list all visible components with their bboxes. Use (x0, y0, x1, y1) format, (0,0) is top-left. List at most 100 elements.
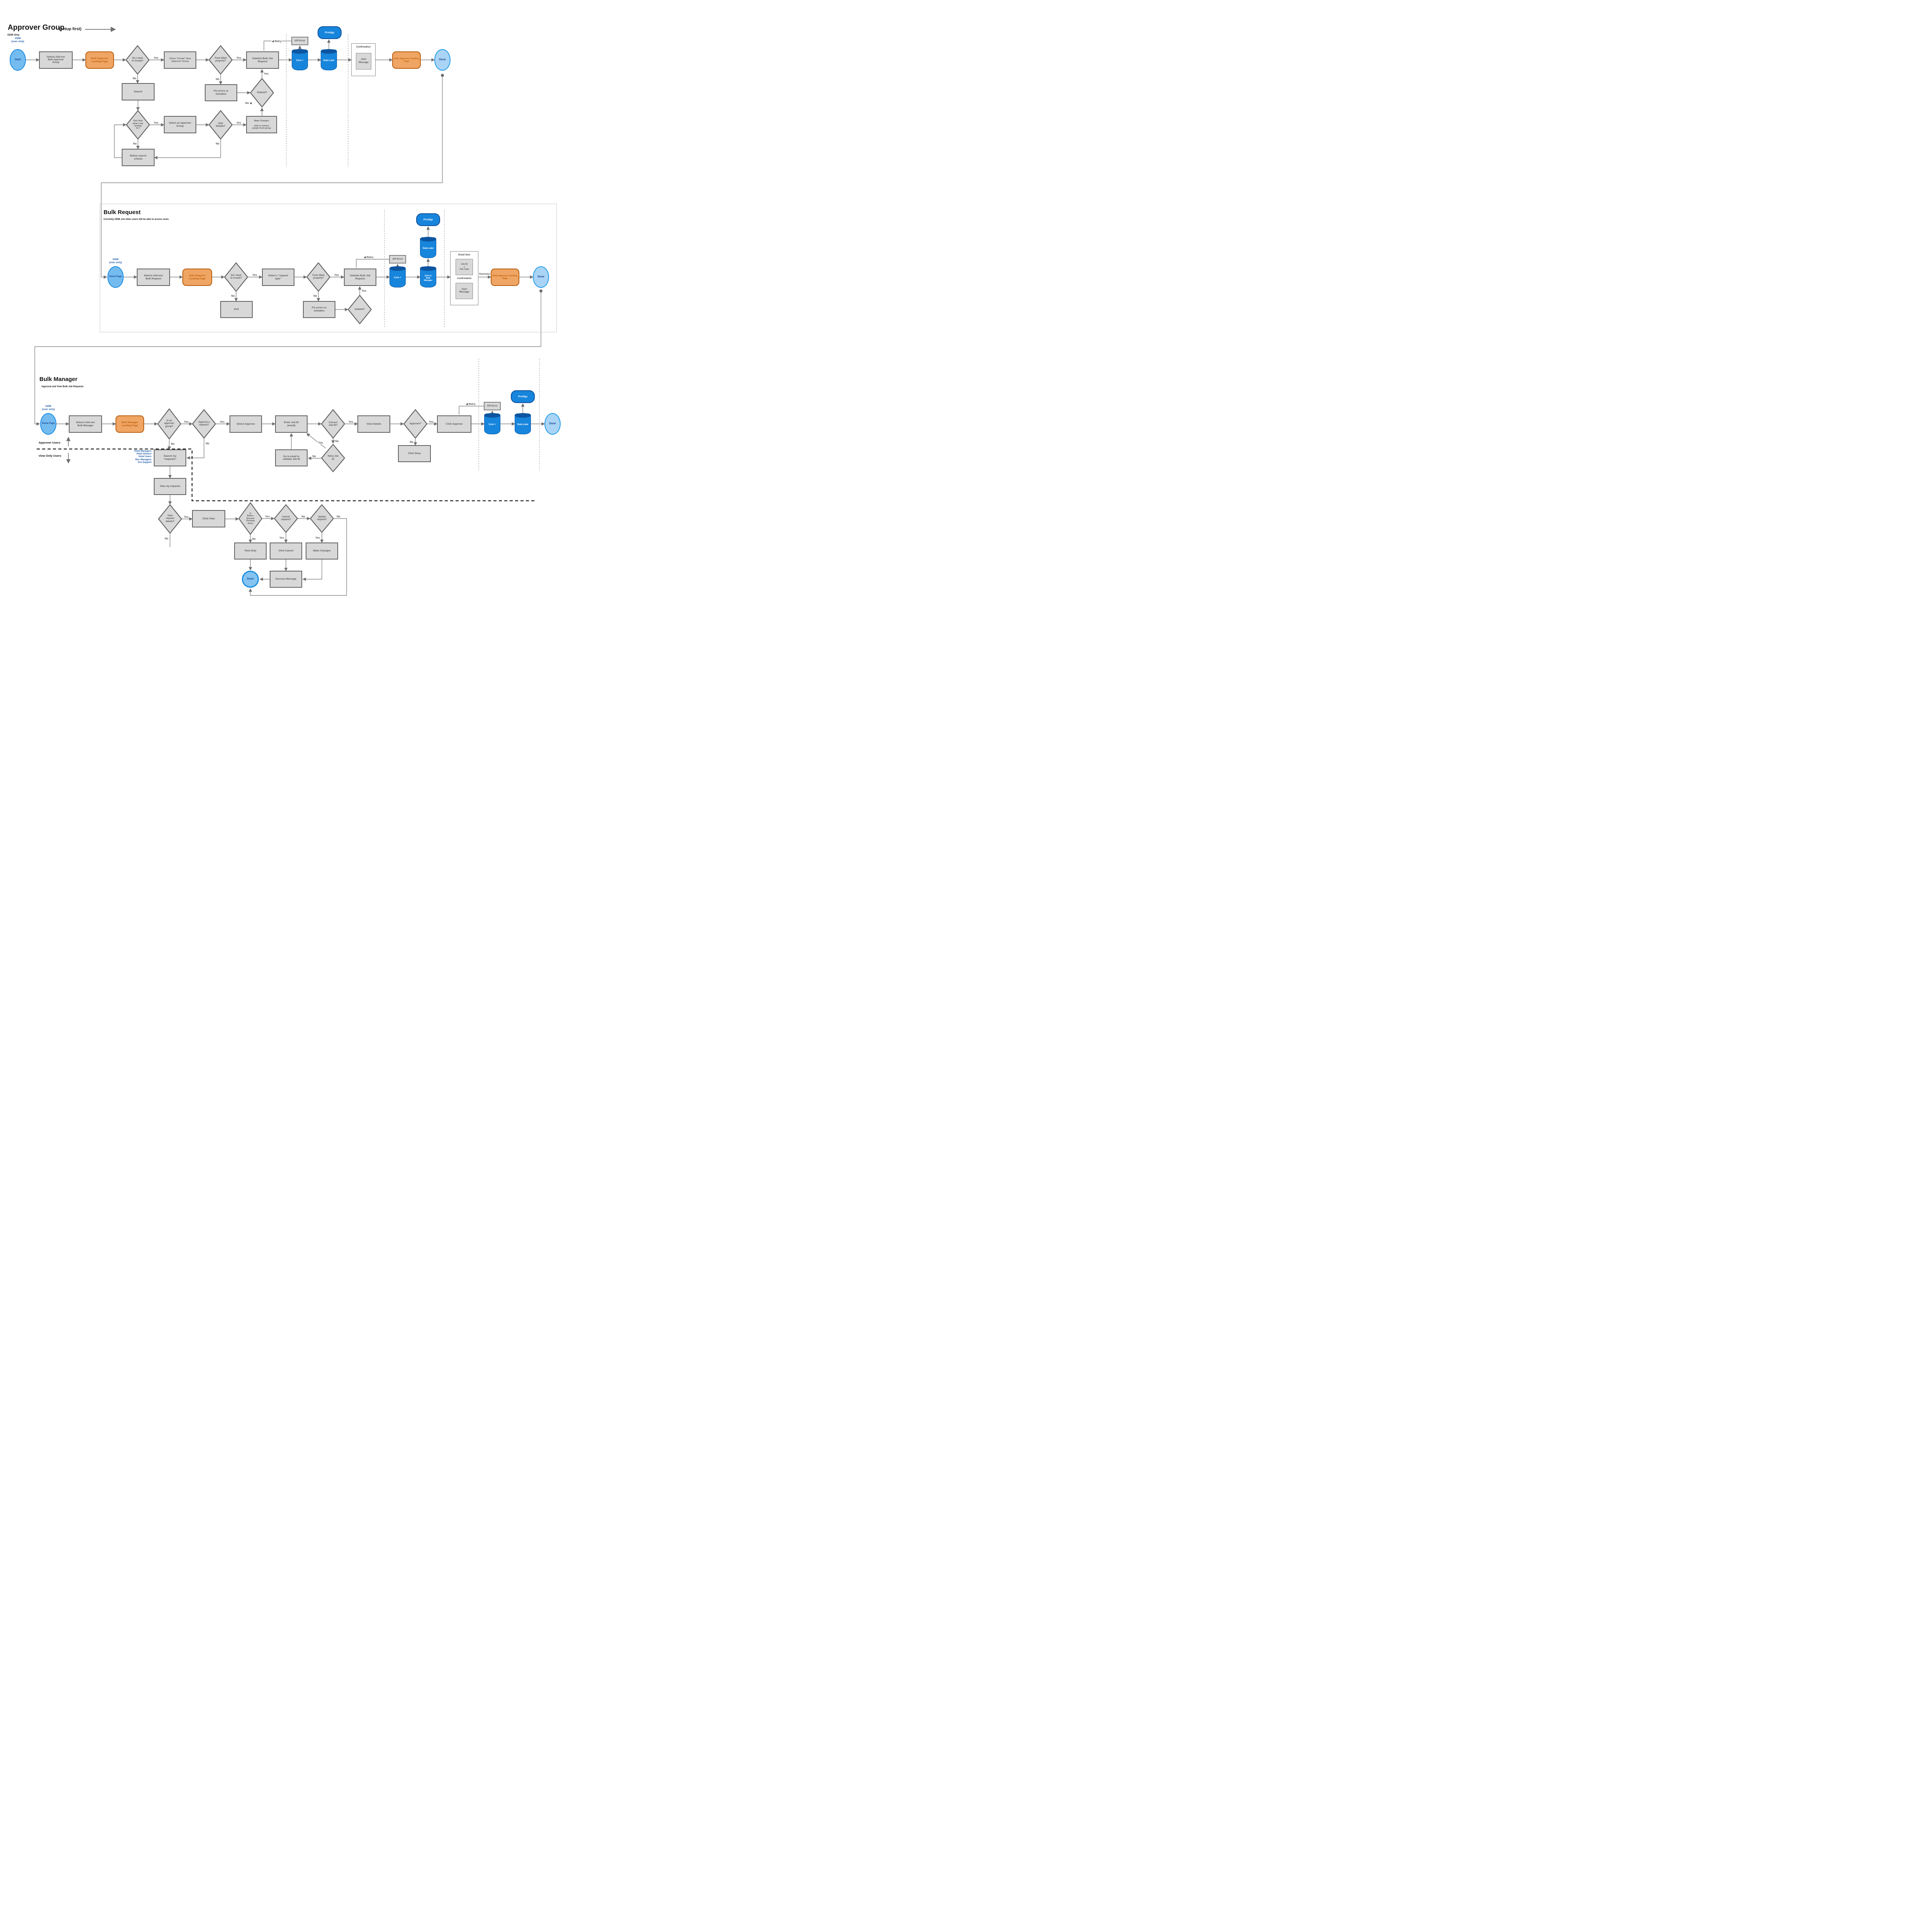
didifind-yes-label: Yes (154, 122, 158, 124)
alert-message-1: Alert Message (356, 53, 371, 70)
approve-a-request-label: Approve a request? (198, 421, 210, 426)
search-my-requests-label: Search my “requests” (163, 455, 177, 461)
view-only: View Only (234, 543, 267, 560)
make-changes-2: Make Changes (306, 543, 338, 560)
clicks-create-new-approver-group-label: Clicks “Create” New Approver Group (169, 57, 191, 63)
search-label: Search (134, 90, 143, 93)
start: Start (10, 49, 26, 71)
go-to-email: Go to email to validate Job ID (275, 449, 308, 466)
submit-no-glyph-1: No ◀ (240, 102, 257, 105)
bulk-manager-landing-page-label: Bulk Manager Landing Page (121, 421, 138, 427)
submit-no-glyph-1-label: No ◀ (245, 102, 252, 105)
make-changes-2-label: Make Changes (313, 549, 331, 553)
view-only-users-label-label: View Only Users (39, 454, 61, 457)
data-lake-1: Data Lake (321, 49, 337, 70)
bulk-approver-landing-page-1: Bulk Approver Landing Page (85, 51, 114, 69)
retry-2-label: ◀ Retry (363, 256, 373, 259)
approver-users-label: Approver Users (39, 440, 70, 445)
do-i-need-to-create-1-label: Do I need to Create? (132, 57, 143, 62)
submit-2: Submit? (348, 295, 372, 324)
submit-1: Submit? (250, 78, 274, 107)
create2-no-label: No (231, 295, 235, 298)
submits-bulk-job-request-1: Submits Bulk Job Request (246, 51, 279, 69)
retry-3-label: ◀ Retry (465, 403, 475, 406)
approve-decision: Approve? (403, 409, 427, 439)
approver-group-title: Approver Group (8, 22, 100, 33)
approve-a-request-shape (192, 409, 216, 439)
in-an-approver-group-label: In an approver group? (164, 420, 174, 428)
submits-bulk-job-request-2: Submits Bulk Job Request (344, 269, 376, 286)
bulk-manager-subtitle-label: Approval and View Bulk Job Requests (41, 386, 84, 388)
done-2: Done (533, 266, 549, 288)
bulk-approver-landing-page-3: Bulk Approver Landing Page (491, 269, 519, 286)
email-sent-label: Email Sent (450, 253, 478, 257)
api-error-1: API Error (291, 37, 308, 45)
update-yes-label: Yes (315, 537, 320, 539)
bulk-manager-title: Bulk Manager (39, 375, 132, 384)
approver-group-subtitle-label: (setup first) (59, 26, 82, 31)
exit: Exit (220, 301, 253, 318)
selects-addons-bulk-request: Selects Add-ons Bulk Request (137, 269, 170, 286)
api-error-2-label: API Error (392, 258, 403, 261)
do-i-need-to-create-1: Do I need to Create? (126, 45, 150, 75)
connector-dot-2 (539, 289, 543, 293)
approve-yes-label: Yes (429, 421, 434, 423)
exit-label: Exit (234, 308, 239, 311)
click-cancel: Click Cancel (270, 543, 302, 560)
fix-errors-1-label: Fix errors or mistakes (213, 90, 229, 95)
connector-dot-1 (441, 74, 444, 77)
do-i-need-to-create-2-shape (224, 262, 248, 292)
edit-yes-label: Yes (236, 122, 241, 124)
home-page-2-label: Home Page (42, 422, 55, 425)
form1-no-label: No (216, 78, 219, 81)
bulk-request-title: Bulk Request (104, 208, 189, 217)
home-page-1: Home Page (107, 266, 124, 288)
edit-no-label: No (216, 143, 219, 145)
job-id-job-type-label: Job ID + Job Type (459, 263, 469, 271)
approvereq-no-label: No (206, 442, 209, 445)
confirmation-label-1: Confirmation (351, 46, 376, 49)
bulk-manager-subtitle: Approval and View Bulk Job Requests (41, 385, 157, 389)
correct-job-id: Correct Job ID? (321, 409, 345, 439)
view-request-details-shape (158, 504, 182, 534)
selects-addons-bulk-approver-group-label: Selects Add-ons Bulk Approver Group (47, 56, 65, 64)
email-sent-label-label: Email Sent (458, 254, 470, 257)
submit2-yes-label: Yes (362, 290, 366, 293)
create1-yes-label: Yes (154, 57, 158, 60)
create1-no-label: No (133, 77, 136, 80)
submits-bulk-job-request-2-label: Submits Bulk Job Request (350, 274, 371, 280)
done-1-label: Done (439, 58, 446, 61)
bulk-approver-landing-page-2-label: Bulk Approver Landing Page (394, 57, 419, 63)
fix-errors-2-label: Fix errors or mistakes (311, 306, 327, 312)
submits-bulk-job-request-1-label: Submits Bulk Job Request (252, 57, 273, 63)
enter-job-id: Enter Job ID (email) (275, 415, 308, 433)
submit-2-label: Submit? (355, 308, 365, 311)
sent-to-bulk-manager: Sent to Bulk Manager (420, 266, 436, 287)
selects-addons-bulk-approver-group: Selects Add-ons Bulk Approver Group (39, 51, 73, 69)
click-view: Click View (192, 510, 225, 527)
view-only-label: View Only (244, 549, 257, 553)
do-i-need-to-create-2-label: Do I need to Create? (230, 274, 242, 279)
form-filled-properly-1: Form filled properly? (209, 45, 233, 75)
success-message: Success Message (270, 571, 302, 588)
retry-job-id-label: Retry Job ID (328, 455, 338, 461)
job-id-job-type: Job ID + Job Type (456, 259, 473, 275)
alert-message-2-label: Alert Message (459, 288, 469, 293)
retry-1-label: ◀ Retry (271, 40, 281, 43)
update-no-loop-label: No (337, 515, 340, 518)
bulk-request-landing-page: Bulk Request Landing Page (182, 269, 212, 286)
alert-message-2: Alert Message (456, 283, 473, 299)
api-error-2: API Error (389, 255, 406, 264)
data-lake-3: Data Lake (515, 413, 531, 434)
search: Search (122, 83, 155, 100)
view-request-details-label: View request details? (165, 515, 175, 523)
approve-decision-shape (403, 409, 427, 439)
select-approve: Select Approve (230, 415, 262, 433)
approvereq-no-line (186, 439, 204, 460)
approve-no-label: No (410, 441, 413, 444)
makechanges2-to-success-line (302, 560, 322, 581)
prodigy-2-label: Prodigy (423, 218, 433, 221)
correct-job-id-shape (321, 409, 345, 439)
click-approve: Click Approve (437, 415, 471, 433)
